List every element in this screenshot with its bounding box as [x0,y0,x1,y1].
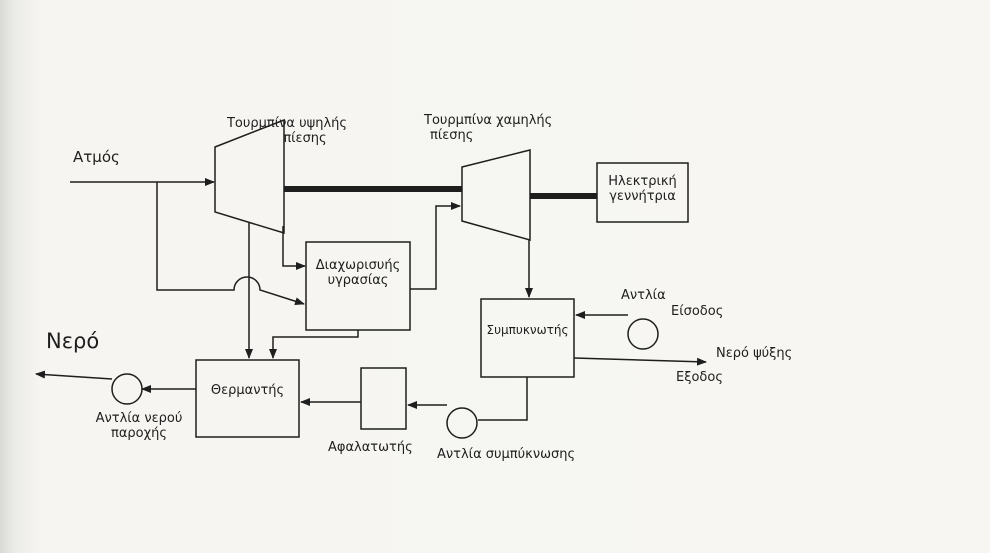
condenser-box [480,298,575,378]
generator-label: Ηλεκτρική γεννήτρια [597,174,688,204]
steam-bypass-line [156,182,305,306]
water-label: Νερό [46,329,100,353]
condenser-to-pump-line [478,377,528,421]
feed-pump-circle [111,373,143,405]
moisture-separator-label-line2: υγρασίας [327,273,389,288]
demineralizer-label: Αφαλατωτής [328,440,413,455]
moisture-separator-label-line1: Διαχωρισυής [315,258,401,273]
generator-label-line2: γεννήτρια [609,189,676,204]
feed-pump-label: Αντλία νερού παροχής [80,411,198,441]
hp-turbine-shape [214,118,285,235]
water-outlet-line [35,370,113,380]
lp-turbine-label: Τουρμπίνα χαμηλής πίεσης [424,113,552,143]
demineralizer-box [360,367,407,430]
cooling-outlet-line [573,357,707,366]
steam-label: Ατμός [73,148,120,166]
pump-label: Αντλία [621,288,666,303]
heater-box [195,359,300,438]
condenser-label: Συμπυκνωτής [486,323,569,337]
hp-turbine-label: Τουρμπίνα υψηλής πίεσης [212,116,362,146]
condensate-pump-circle [446,407,478,439]
inlet-label: Είσοδος [671,304,724,319]
outlet-label: Εξοδος [676,370,723,385]
generator-label-line1: Ηλεκτρική [608,174,677,189]
generator-box [596,162,689,223]
cooling-water-label: Νερό ψύξης [716,346,793,361]
feed-pump-label-line1: Αντλία νερού [95,411,183,426]
lp-turbine-shape [461,149,531,241]
moisture-separator-label: Διαχωρισυής υγρασίας [306,258,410,288]
separator-to-heater-line [269,330,359,359]
feed-pump-label-line2: παροχής [111,426,167,441]
heater-label: Θερμαντής [210,383,285,398]
lp-turbine-label-line1: Τουρμπίνα χαμηλής [424,113,553,128]
hp-turbine-label-line1: Τουρμπίνα υψηλής [226,116,348,131]
hp-turbine-label-line2: πίεσης [283,131,327,146]
hp-to-separator-line [282,226,306,270]
cooling-pump-circle [627,318,659,350]
lp-turbine-label-line2: πίεσης [430,128,474,143]
condensate-pump-label: Αντλία συμπύκνωσης [437,447,576,462]
separator-to-lp-line [410,202,461,290]
